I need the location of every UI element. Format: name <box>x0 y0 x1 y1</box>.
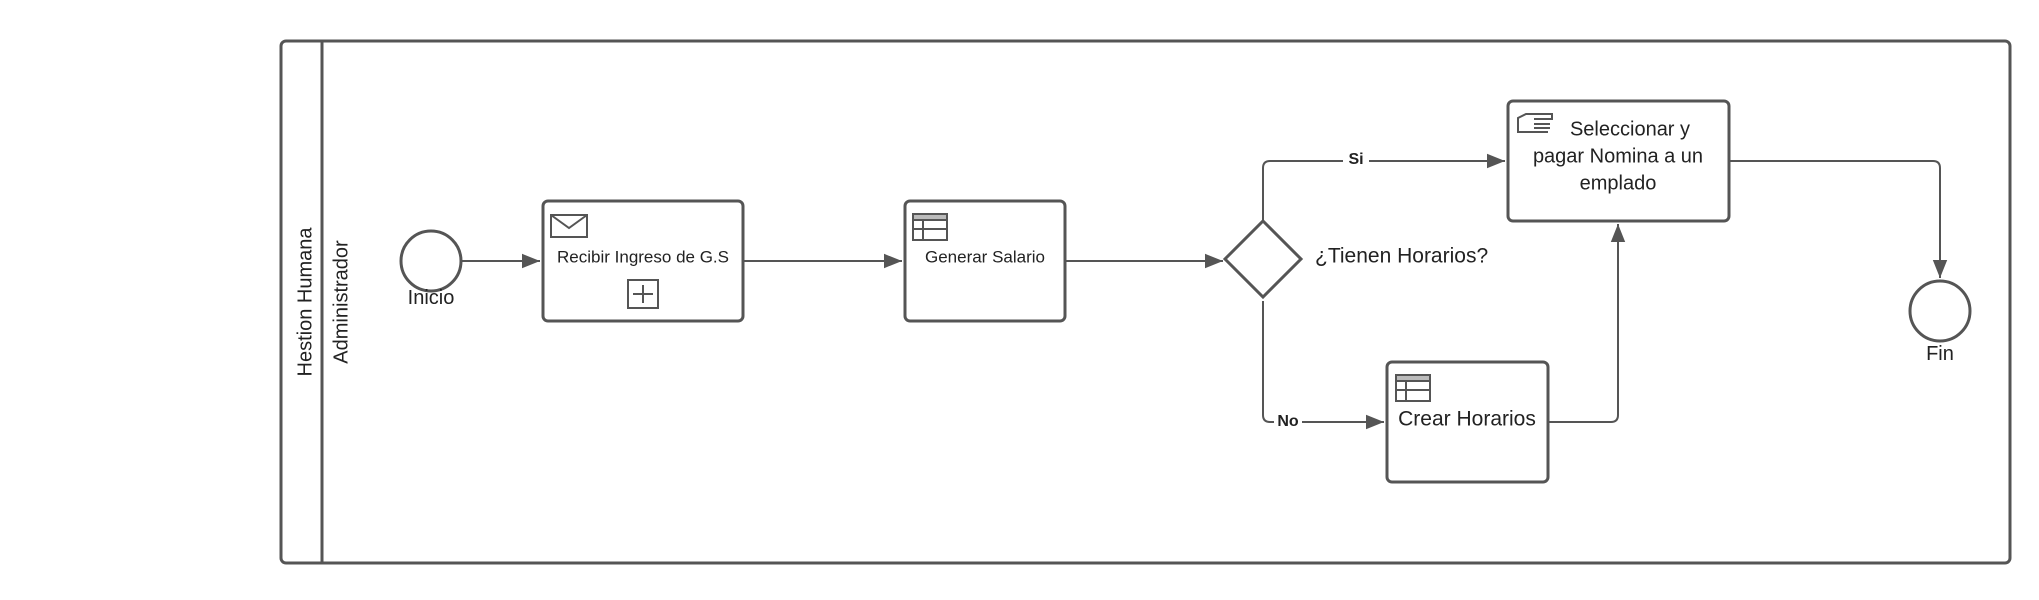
task-crear-label: Crear Horarios <box>1398 408 1536 431</box>
table-icon <box>1395 374 1431 402</box>
task-seleccionar-box[interactable] <box>1506 99 1731 223</box>
gateway-label: ¿Tienen Horarios? <box>1315 245 1488 268</box>
pool: Hestion Humana <box>279 39 2012 565</box>
task-crear[interactable]: Crear Horarios <box>1385 360 1550 484</box>
end-event[interactable]: Fin <box>1908 279 1972 365</box>
task-generar[interactable]: Generar Salario <box>903 199 1067 323</box>
pool-label: Hestion Humana <box>294 227 316 377</box>
task-recibir-box[interactable] <box>541 199 745 323</box>
gateway[interactable]: ¿Tienen Horarios? <box>1222 218 1488 300</box>
task-generar-label: Generar Salario <box>925 247 1045 266</box>
table-icon <box>912 213 948 241</box>
start-event[interactable]: Inicio <box>399 229 463 309</box>
task-generar-box[interactable] <box>903 199 1067 323</box>
flow-gateway-yes[interactable] <box>1262 153 1505 221</box>
task-seleccionar[interactable]: Seleccionar y pagar Nomina a un emplado <box>1506 99 1731 223</box>
manual-hand-icon <box>1517 113 1553 133</box>
sequence-flows: Si No <box>462 150 1948 432</box>
flow-label-yes: Si <box>1348 151 1363 168</box>
start-event-label: Inicio <box>408 287 455 309</box>
flow-label-no: No <box>1277 413 1299 430</box>
task-seleccionar-label-line1: Seleccionar y <box>1570 118 1690 140</box>
task-crear-box[interactable] <box>1385 360 1550 484</box>
task-seleccionar-label-line2: pagar Nomina a un <box>1533 145 1703 167</box>
flow-crear-to-seleccionar[interactable] <box>1547 224 1626 423</box>
end-event-circle[interactable] <box>1908 279 1972 343</box>
pool-frame <box>279 39 2012 565</box>
gateway-diamond[interactable] <box>1222 218 1304 300</box>
task-recibir[interactable]: Recibir Ingreso de G.S <box>541 199 745 323</box>
lane-label: Administrador <box>330 240 352 364</box>
task-recibir-label: Recibir Ingreso de G.S <box>557 247 729 266</box>
envelope-icon <box>550 214 588 238</box>
flow-seleccionar-to-end[interactable] <box>1729 160 1948 278</box>
end-event-label: Fin <box>1926 343 1954 365</box>
start-event-circle[interactable] <box>399 229 463 293</box>
task-seleccionar-label-line3: emplado <box>1580 172 1657 194</box>
lane: Administrador <box>330 240 352 364</box>
flow-gateway-no[interactable] <box>1262 301 1384 430</box>
subprocess-plus-icon[interactable] <box>627 279 659 309</box>
